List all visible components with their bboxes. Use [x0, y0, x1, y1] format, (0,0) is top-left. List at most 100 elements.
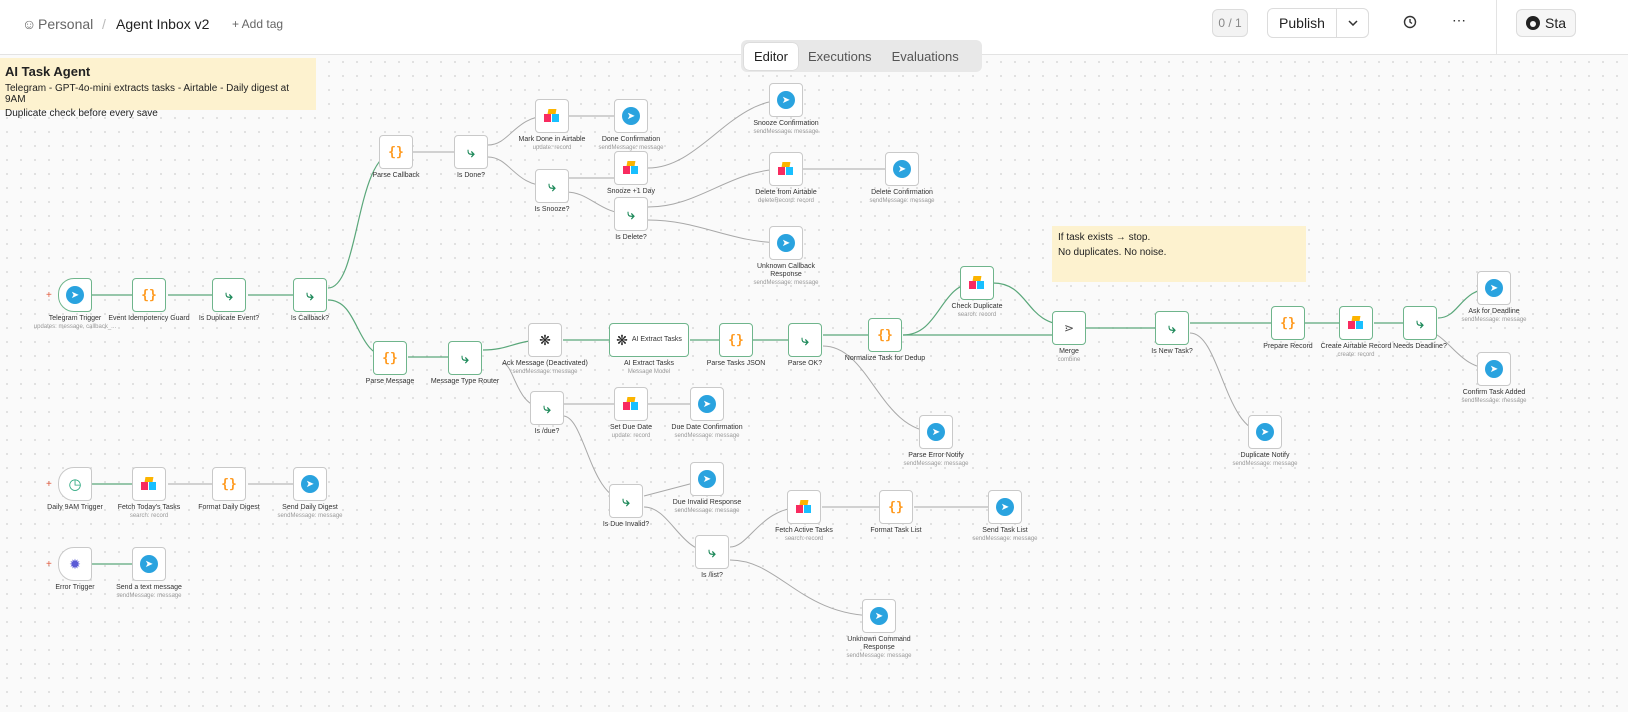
- workflow-node[interactable]: ➤: [614, 99, 648, 133]
- workflow-node[interactable]: ➤: [58, 278, 92, 312]
- node-label: Parse OK?: [760, 360, 850, 368]
- workflow-node[interactable]: {}: [868, 318, 902, 352]
- airtable-icon: [796, 500, 812, 514]
- node-title: Create Airtable Record: [1320, 343, 1392, 350]
- sticky-note-main[interactable]: AI Task Agent Telegram - GPT-4o-mini ext…: [0, 58, 316, 119]
- more-options-icon[interactable]: ⋯: [1452, 12, 1466, 28]
- workflow-node[interactable]: ➤: [293, 467, 327, 501]
- node-label: Format Daily Digest: [184, 504, 274, 512]
- airtable-icon: [1348, 316, 1364, 330]
- workflow-node[interactable]: ➤: [132, 547, 166, 581]
- github-star-button[interactable]: Sta: [1516, 9, 1576, 37]
- workflow-node[interactable]: {}: [212, 467, 246, 501]
- telegram-icon: ➤: [622, 107, 640, 125]
- workflow-node[interactable]: ⤷: [614, 197, 648, 231]
- workflow-node[interactable]: [960, 266, 994, 300]
- workflow-node[interactable]: ➤: [919, 415, 953, 449]
- if-branch-icon: ⤷: [543, 399, 551, 416]
- node-subtitle: sendMessage: message: [674, 433, 740, 439]
- workflow-node[interactable]: [1339, 306, 1373, 340]
- workflow-node[interactable]: ⤷: [609, 484, 643, 518]
- workflow-node[interactable]: {}: [132, 278, 166, 312]
- node-label: Due Date Confirmation sendMessage: messag…: [662, 424, 752, 440]
- workflow-node[interactable]: ➤: [988, 490, 1022, 524]
- trigger-marker: +: [46, 290, 52, 301]
- workflow-node[interactable]: ❋: [528, 323, 562, 357]
- tab-executions[interactable]: Executions: [807, 48, 872, 64]
- history-icon[interactable]: [1403, 15, 1417, 34]
- if-branch-icon: ⤷: [622, 492, 630, 509]
- node-title: Is Delete?: [615, 234, 647, 241]
- node-label: Format Task List: [851, 527, 941, 535]
- workflow-name[interactable]: Agent Inbox v2: [116, 16, 210, 32]
- workflow-node[interactable]: ⤷: [212, 278, 246, 312]
- workflow-node[interactable]: [535, 99, 569, 133]
- workflow-node[interactable]: ✹: [58, 547, 92, 581]
- node-title: Is Due Invalid?: [602, 521, 650, 528]
- workflow-node[interactable]: {}: [879, 490, 913, 524]
- node-title: Due Date Confirmation: [671, 424, 743, 431]
- workflow-node[interactable]: ◷: [58, 467, 92, 501]
- workflow-node[interactable]: ➤: [690, 387, 724, 421]
- workflow-node[interactable]: [614, 387, 648, 421]
- node-title: Parse OK?: [787, 360, 823, 367]
- if-branch-icon: ⤷: [1168, 319, 1176, 336]
- workflow-node[interactable]: ➤: [769, 83, 803, 117]
- node-title: Is Duplicate Event?: [198, 315, 260, 322]
- code-braces-icon: {}: [877, 327, 893, 343]
- publish-button[interactable]: Publish: [1267, 8, 1337, 38]
- node-label: Is /due?: [502, 428, 592, 436]
- workflow-node[interactable]: ➤: [862, 599, 896, 633]
- workflow-node[interactable]: ⤷: [695, 535, 729, 569]
- workflow-node[interactable]: ⤷: [454, 135, 488, 169]
- workflow-node[interactable]: ⤷: [293, 278, 327, 312]
- workspace-breadcrumb[interactable]: Personal: [38, 16, 94, 32]
- workflow-node[interactable]: ➤: [690, 462, 724, 496]
- workflow-node[interactable]: ➤: [1477, 352, 1511, 386]
- sticky-line: No duplicates. No noise.: [1058, 247, 1167, 258]
- workflow-node[interactable]: ➤: [1248, 415, 1282, 449]
- workflow-node[interactable]: [787, 490, 821, 524]
- workflow-node[interactable]: ⤷: [530, 391, 564, 425]
- trigger-marker: +: [46, 479, 52, 490]
- node-subtitle: sendMessage: message: [598, 145, 664, 151]
- workflow-node[interactable]: ⤷: [1403, 306, 1437, 340]
- node-inline-label: AI Extract Tasks: [631, 336, 682, 343]
- airtable-icon: [623, 397, 639, 411]
- node-title: Ack Message (Deactivated): [502, 360, 588, 367]
- workflow-node[interactable]: ⋗: [1052, 311, 1086, 345]
- workflow-node[interactable]: ➤: [769, 226, 803, 260]
- workflow-node[interactable]: ⤷: [535, 169, 569, 203]
- node-subtitle: sendMessage: message: [674, 508, 740, 514]
- workflow-node[interactable]: ⤷: [788, 323, 822, 357]
- tab-editor[interactable]: Editor: [744, 42, 798, 70]
- workflow-node[interactable]: {}: [379, 135, 413, 169]
- workflow-node[interactable]: ➤: [1477, 271, 1511, 305]
- workflow-canvas[interactable]: [0, 55, 1628, 712]
- sticky-note-dedup[interactable]: If task exists → stop. No duplicates. No…: [1052, 226, 1306, 282]
- workflow-node[interactable]: ⤷: [1155, 311, 1189, 345]
- workflow-node[interactable]: ⤷: [448, 341, 482, 375]
- workflow-node[interactable]: ❋AI Extract Tasks: [609, 323, 689, 357]
- add-tag-button[interactable]: + Add tag: [232, 17, 284, 31]
- workflow-node[interactable]: {}: [1271, 306, 1305, 340]
- github-star-label: Sta: [1545, 15, 1567, 31]
- workflow-node[interactable]: {}: [373, 341, 407, 375]
- node-label: Parse Message: [345, 378, 435, 386]
- workflow-node[interactable]: {}: [719, 323, 753, 357]
- workflow-node[interactable]: [769, 152, 803, 186]
- workflow-node[interactable]: [614, 151, 648, 185]
- publish-options-chevron-icon[interactable]: [1336, 8, 1369, 38]
- workflow-node[interactable]: ➤: [885, 152, 919, 186]
- workflow-node[interactable]: [132, 467, 166, 501]
- clock-icon: ◷: [68, 476, 82, 493]
- node-subtitle: update: record: [532, 145, 572, 151]
- node-title: Parse Error Notify: [908, 452, 964, 459]
- node-title: Snooze +1 Day: [606, 188, 656, 195]
- tab-evaluations[interactable]: Evaluations: [891, 48, 959, 64]
- node-title: Check Duplicate: [951, 303, 1003, 310]
- node-title: Send a text message: [116, 584, 182, 591]
